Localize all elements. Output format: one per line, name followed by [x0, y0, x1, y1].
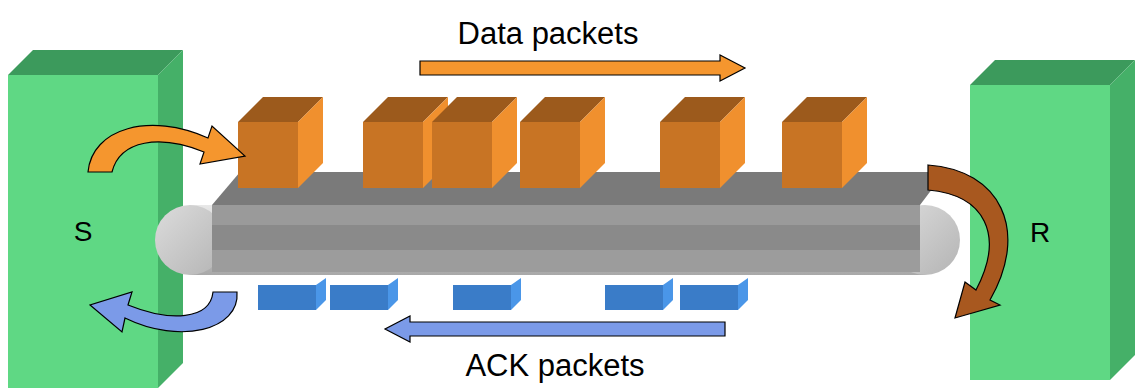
ack-front — [680, 285, 738, 310]
packet-front — [432, 122, 492, 188]
node-label: R — [1030, 217, 1050, 249]
ack-side — [316, 278, 326, 310]
ack-side — [388, 278, 398, 310]
receiver-box: R — [970, 85, 1110, 380]
ack-side — [511, 278, 521, 310]
ack-front — [605, 285, 663, 310]
receive-curved-arrow — [928, 165, 1008, 318]
ack-side — [738, 278, 748, 310]
packet-front — [520, 122, 580, 188]
packet-side — [842, 97, 867, 188]
packet-front — [782, 122, 842, 188]
ack-packets-label: ACK packets — [465, 348, 644, 384]
packet-side — [298, 97, 323, 188]
data-packets-label: Data packets — [458, 16, 639, 52]
sender-box: S — [8, 75, 158, 388]
node-label: S — [74, 216, 93, 248]
sender-box-shape — [8, 50, 183, 388]
ack-direction-arrow — [385, 316, 725, 342]
ack-front — [453, 285, 511, 310]
packet-front — [238, 122, 298, 188]
data-direction-arrow — [420, 55, 745, 81]
ack-front — [258, 285, 316, 310]
packet-front — [363, 122, 423, 188]
packet-front — [660, 122, 720, 188]
packet-side — [492, 97, 517, 188]
ack-packet — [258, 278, 748, 310]
packet-side — [580, 97, 605, 188]
send-curved-arrow — [88, 125, 245, 172]
belt-roller — [155, 205, 960, 275]
data-packet — [238, 97, 867, 188]
ack-side — [663, 278, 673, 310]
ack-front — [330, 285, 388, 310]
ack-receive-curved-arrow — [90, 292, 237, 332]
packet-side — [720, 97, 745, 188]
